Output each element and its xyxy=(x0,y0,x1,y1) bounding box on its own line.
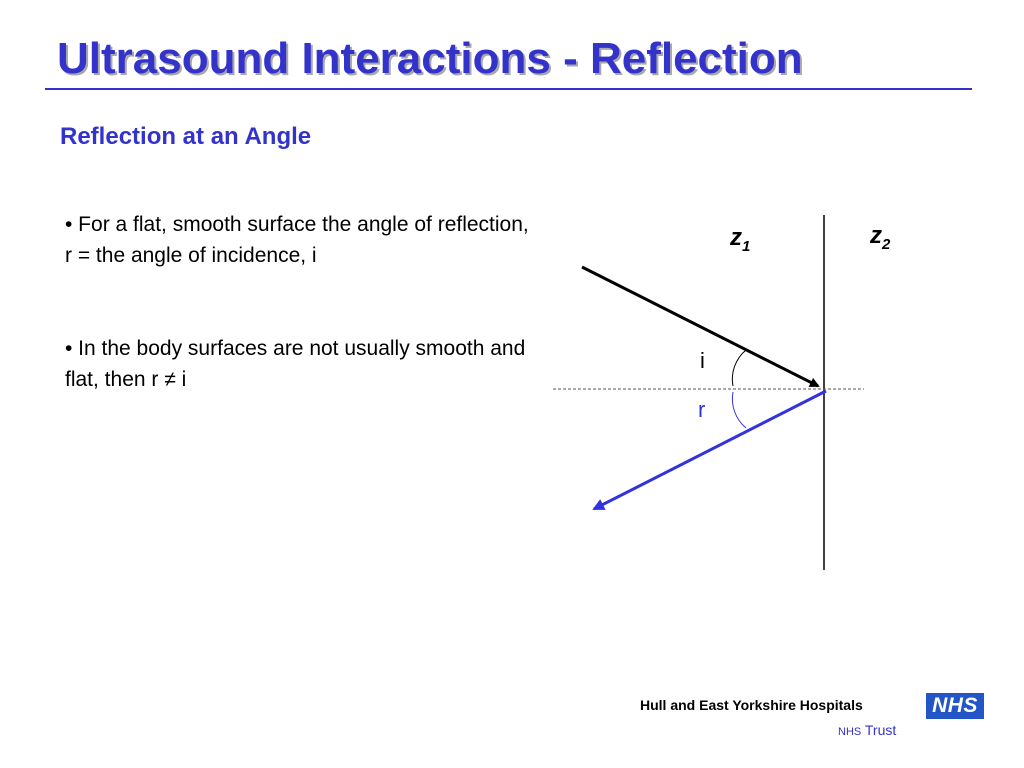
incidence-angle-label: i xyxy=(700,348,705,373)
footer-organisation: Hull and East Yorkshire Hospitals xyxy=(640,697,863,713)
medium-1-label: z1 xyxy=(729,224,750,255)
reflection-angle-label: r xyxy=(698,397,705,422)
reflection-diagram: i r z1 z2 xyxy=(553,215,891,570)
incidence-angle-arc xyxy=(731,349,747,387)
bullet-point-2: • In the body surfaces are not usually s… xyxy=(65,337,526,391)
slide-title: Ultrasound Interactions - Reflection xyxy=(57,34,803,83)
footer-trust-word: Trust xyxy=(864,722,897,738)
title-divider xyxy=(45,88,972,90)
footer-trust-prefix: NHS xyxy=(838,726,862,738)
slide-subtitle: Reflection at an Angle xyxy=(60,123,312,150)
bullet-point-1: • For a flat, smooth surface the angle o… xyxy=(65,213,529,267)
incident-ray xyxy=(581,265,820,388)
reflection-angle-arc xyxy=(731,391,747,429)
reflected-ray xyxy=(592,389,827,511)
footer-trust: NHS Trust xyxy=(838,722,896,738)
nhs-logo: NHS xyxy=(926,693,984,719)
medium-2-label: z2 xyxy=(869,222,891,253)
